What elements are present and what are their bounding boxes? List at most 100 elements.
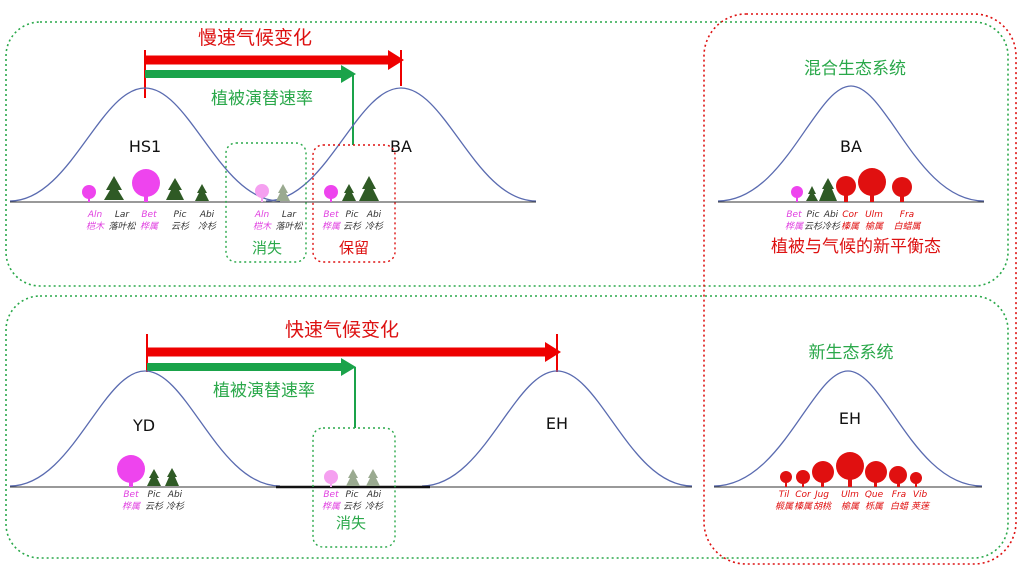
novel-ulm-cn: 榆属 xyxy=(841,501,860,512)
novel-vib-label: Vib xyxy=(913,490,928,500)
tree-que-icon xyxy=(865,461,887,487)
fast-panel-frame xyxy=(5,295,1009,559)
mixed-cor-label: Cor xyxy=(842,210,859,220)
novel-jug-cn: 胡桃 xyxy=(813,501,833,512)
fast-start-label: YD xyxy=(132,416,155,435)
mixed-title: 混合生态系统 xyxy=(804,59,906,79)
slow-start-label: HS1 xyxy=(129,137,161,156)
kept-abi-label: Abi xyxy=(366,210,382,220)
slow-lost-box xyxy=(225,142,307,263)
fast-start-trees xyxy=(117,455,179,487)
tree-abi-icon xyxy=(195,184,209,201)
kept-abi-cn: 冷杉 xyxy=(365,221,384,232)
taxon-bet-label: Bet xyxy=(141,210,157,220)
novel-curve-label: EH xyxy=(839,409,861,428)
tree-cor-icon xyxy=(796,470,810,487)
mixed-fra-cn: 白蜡属 xyxy=(893,221,921,232)
fast-lost-bet-label: Bet xyxy=(323,490,339,500)
kept-pic-cn: 云杉 xyxy=(343,221,362,232)
fast-end-label: EH xyxy=(546,414,568,433)
fast-climate-arrowhead xyxy=(545,342,561,362)
slow-climate-arrowhead xyxy=(388,50,404,70)
taxon-abi-cn: 冷杉 xyxy=(198,221,217,232)
slow-kept-label: 保留 xyxy=(339,239,369,257)
mixed-pic-label: Pic xyxy=(807,210,820,220)
mixed-fra-label: Fra xyxy=(900,210,914,220)
novel-trees xyxy=(780,452,922,487)
tree-bet-faded-icon xyxy=(324,470,338,487)
lost-aln-cn: 桤木 xyxy=(253,221,272,232)
tree-ulm-icon xyxy=(836,452,864,487)
tree-aln-icon xyxy=(82,185,96,202)
taxon-bet-cn: 桦属 xyxy=(140,221,159,232)
tree-abi-faded-icon xyxy=(366,469,380,486)
mixed-abi-label: Abi xyxy=(823,210,839,220)
mixed-cor-cn: 榛属 xyxy=(841,221,860,232)
novel-curve xyxy=(713,370,983,487)
taxon-lar-cn: 落叶松 xyxy=(108,221,136,232)
novel-cor-label: Cor xyxy=(795,490,812,500)
fast-lost-pic-cn: 云杉 xyxy=(343,501,362,512)
outcome-column-frame xyxy=(703,13,1017,565)
fast-bet-cn: 桦属 xyxy=(122,501,141,512)
fast-lost-bet-cn: 桦属 xyxy=(322,501,341,512)
novel-title: 新生态系统 xyxy=(809,343,894,363)
slow-panel-frame xyxy=(5,21,1009,287)
tree-cor-icon xyxy=(836,176,856,202)
mixed-pic-cn: 云杉 xyxy=(804,221,823,232)
kept-bet-label: Bet xyxy=(323,210,339,220)
tree-bet-kept-icon xyxy=(324,185,338,202)
tree-aln-faded-icon xyxy=(255,184,269,202)
taxon-lar-label: Lar xyxy=(115,210,131,220)
slow-rate-arrowhead xyxy=(341,65,356,83)
taxon-pic-label: Pic xyxy=(174,210,187,220)
fast-pic-cn: 云杉 xyxy=(145,501,164,512)
novel-til-label: Til xyxy=(779,490,790,500)
mixed-curve-label: BA xyxy=(840,137,862,156)
kept-pic-label: Pic xyxy=(346,210,359,220)
fast-bet-label: Bet xyxy=(123,490,139,500)
mixed-trees xyxy=(791,168,912,202)
novel-que-cn: 栎属 xyxy=(865,501,884,512)
fast-start-curve xyxy=(9,370,281,487)
novel-que-label: Que xyxy=(865,490,884,500)
fast-pic-label: Pic xyxy=(148,490,161,500)
tree-bet-icon xyxy=(132,169,160,202)
tree-ulm-icon xyxy=(858,168,886,202)
kept-bet-cn: 桦属 xyxy=(322,221,341,232)
tree-abi-icon xyxy=(165,468,179,486)
tree-fra-icon xyxy=(889,466,907,487)
tree-pic-kept-icon xyxy=(342,184,356,201)
fast-lost-trees xyxy=(324,469,380,487)
tree-abi-icon xyxy=(819,178,837,201)
tree-pic-icon xyxy=(806,186,818,201)
tree-bet-icon xyxy=(117,455,145,487)
fast-lost-abi-cn: 冷杉 xyxy=(365,501,384,512)
novel-til-cn: 椴属 xyxy=(775,501,794,512)
tree-lar-icon xyxy=(104,176,124,200)
mixed-curve xyxy=(717,85,985,202)
novel-vib-cn: 荚蒾 xyxy=(911,501,931,512)
fast-lost-pic-label: Pic xyxy=(346,490,359,500)
tree-pic-icon xyxy=(147,469,161,486)
mixed-caption: 植被与气候的新平衡态 xyxy=(771,237,941,257)
novel-fra-label: Fra xyxy=(892,490,906,500)
fast-rate-label: 植被演替速率 xyxy=(213,381,315,401)
fast-lost-label: 消失 xyxy=(336,514,366,532)
lost-aln-label: Aln xyxy=(254,210,270,220)
tree-til-icon xyxy=(780,471,792,487)
fast-title: 快速气候变化 xyxy=(285,319,399,341)
novel-jug-label: Jug xyxy=(813,490,829,500)
mixed-ulm-label: Ulm xyxy=(865,210,883,220)
slow-lost-label: 消失 xyxy=(252,239,282,257)
novel-cor-cn: 榛属 xyxy=(794,501,813,512)
slow-kept-box xyxy=(312,144,396,263)
novel-ulm-label: Ulm xyxy=(841,490,859,500)
fast-rate-arrowhead xyxy=(341,358,356,376)
fast-abi-label: Abi xyxy=(167,490,183,500)
slow-start-taxa-labels: Aln 桤木 Lar 落叶松 Bet 桦属 Pic 云杉 Abi 冷杉 xyxy=(86,210,217,232)
lost-lar-cn: 落叶松 xyxy=(275,221,303,232)
fast-abi-cn: 冷杉 xyxy=(166,501,185,512)
fast-lost-abi-label: Abi xyxy=(366,490,382,500)
